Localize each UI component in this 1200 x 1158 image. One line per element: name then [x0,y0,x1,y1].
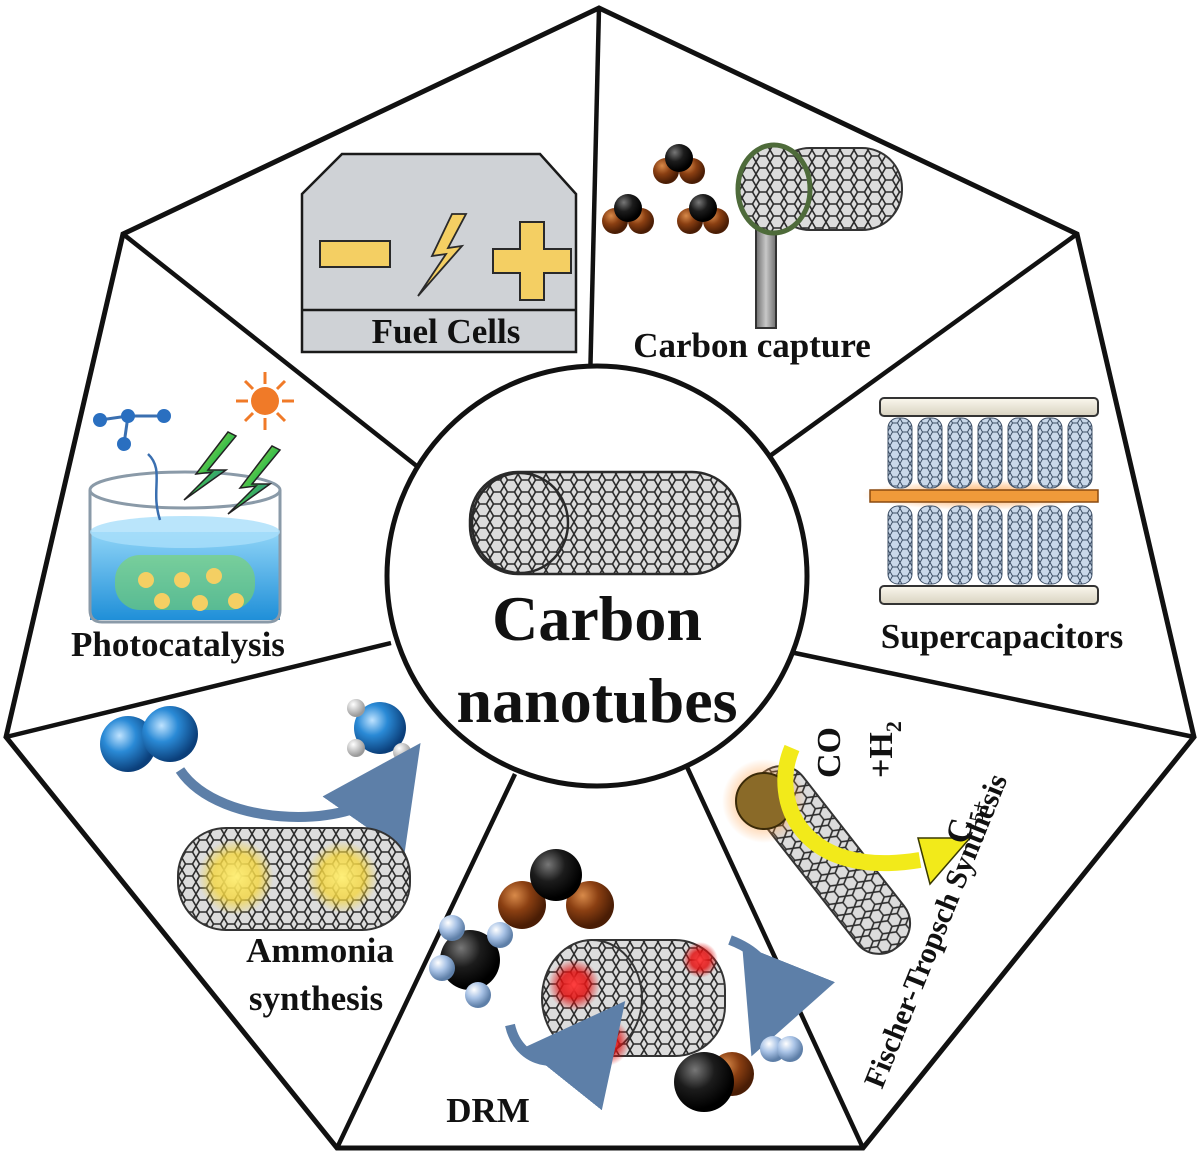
supercapacitors-sector: Supercapacitors [862,397,1123,656]
product-c5plus: C5+ [940,794,992,848]
beaker [88,453,282,624]
ch4-molecule [429,915,513,1008]
n2-molecule [100,706,198,772]
fuel-cells-label: Fuel Cells [372,312,521,351]
supercapacitors-label: Supercapacitors [881,617,1123,656]
light-bolt-icon [183,431,238,501]
co2-molecule [498,849,614,929]
carbon-capture-label: Carbon capture [633,326,871,365]
reaction-arrow [505,1000,626,1111]
center-hub: Carbon nanotubes [384,363,810,789]
nanotube-array-bottom [887,505,1093,585]
nanotube-capture-tool [735,142,903,329]
photocatalysis-label: Photocatalysis [71,625,285,664]
h2-molecule [760,1036,803,1062]
center-nanotube [468,470,742,576]
drm-sector: DRM [429,849,835,1130]
carbon-capture-sector: Carbon capture [602,142,903,365]
co2-molecule [677,194,729,234]
lightning-bolt-icon [417,213,468,297]
sun-icon [236,372,294,430]
plus-icon [492,221,572,301]
reaction-arrow [728,935,835,1057]
co2-molecule [602,194,654,234]
ammonia-label: Ammonia [246,931,394,970]
reactant-h2: +H2 [863,721,906,778]
center-title-line2: nanotubes [457,665,738,736]
minus-icon [319,240,391,268]
co-molecule [674,1052,754,1112]
photocatalysis-sector: Photocatalysis [71,372,294,664]
synthesis-label: synthesis [249,979,383,1018]
nanotube-drm [541,939,726,1066]
center-circle [384,363,810,789]
nanotube-ammonia [177,827,411,931]
light-bolt-icon [227,445,282,515]
co2-molecule [653,144,705,184]
fuel-cells-sector: Fuel Cells [300,152,578,354]
drm-label: DRM [446,1091,530,1130]
reactant-co: CO [811,727,848,778]
reaction-arrow [777,744,922,872]
ammonia-sector: Ammonia synthesis [100,699,421,1018]
nanotube-array-top [887,417,1093,489]
reaction-arrow [175,743,421,854]
center-title-line1: Carbon [492,583,702,654]
molecule-icon [93,409,171,451]
